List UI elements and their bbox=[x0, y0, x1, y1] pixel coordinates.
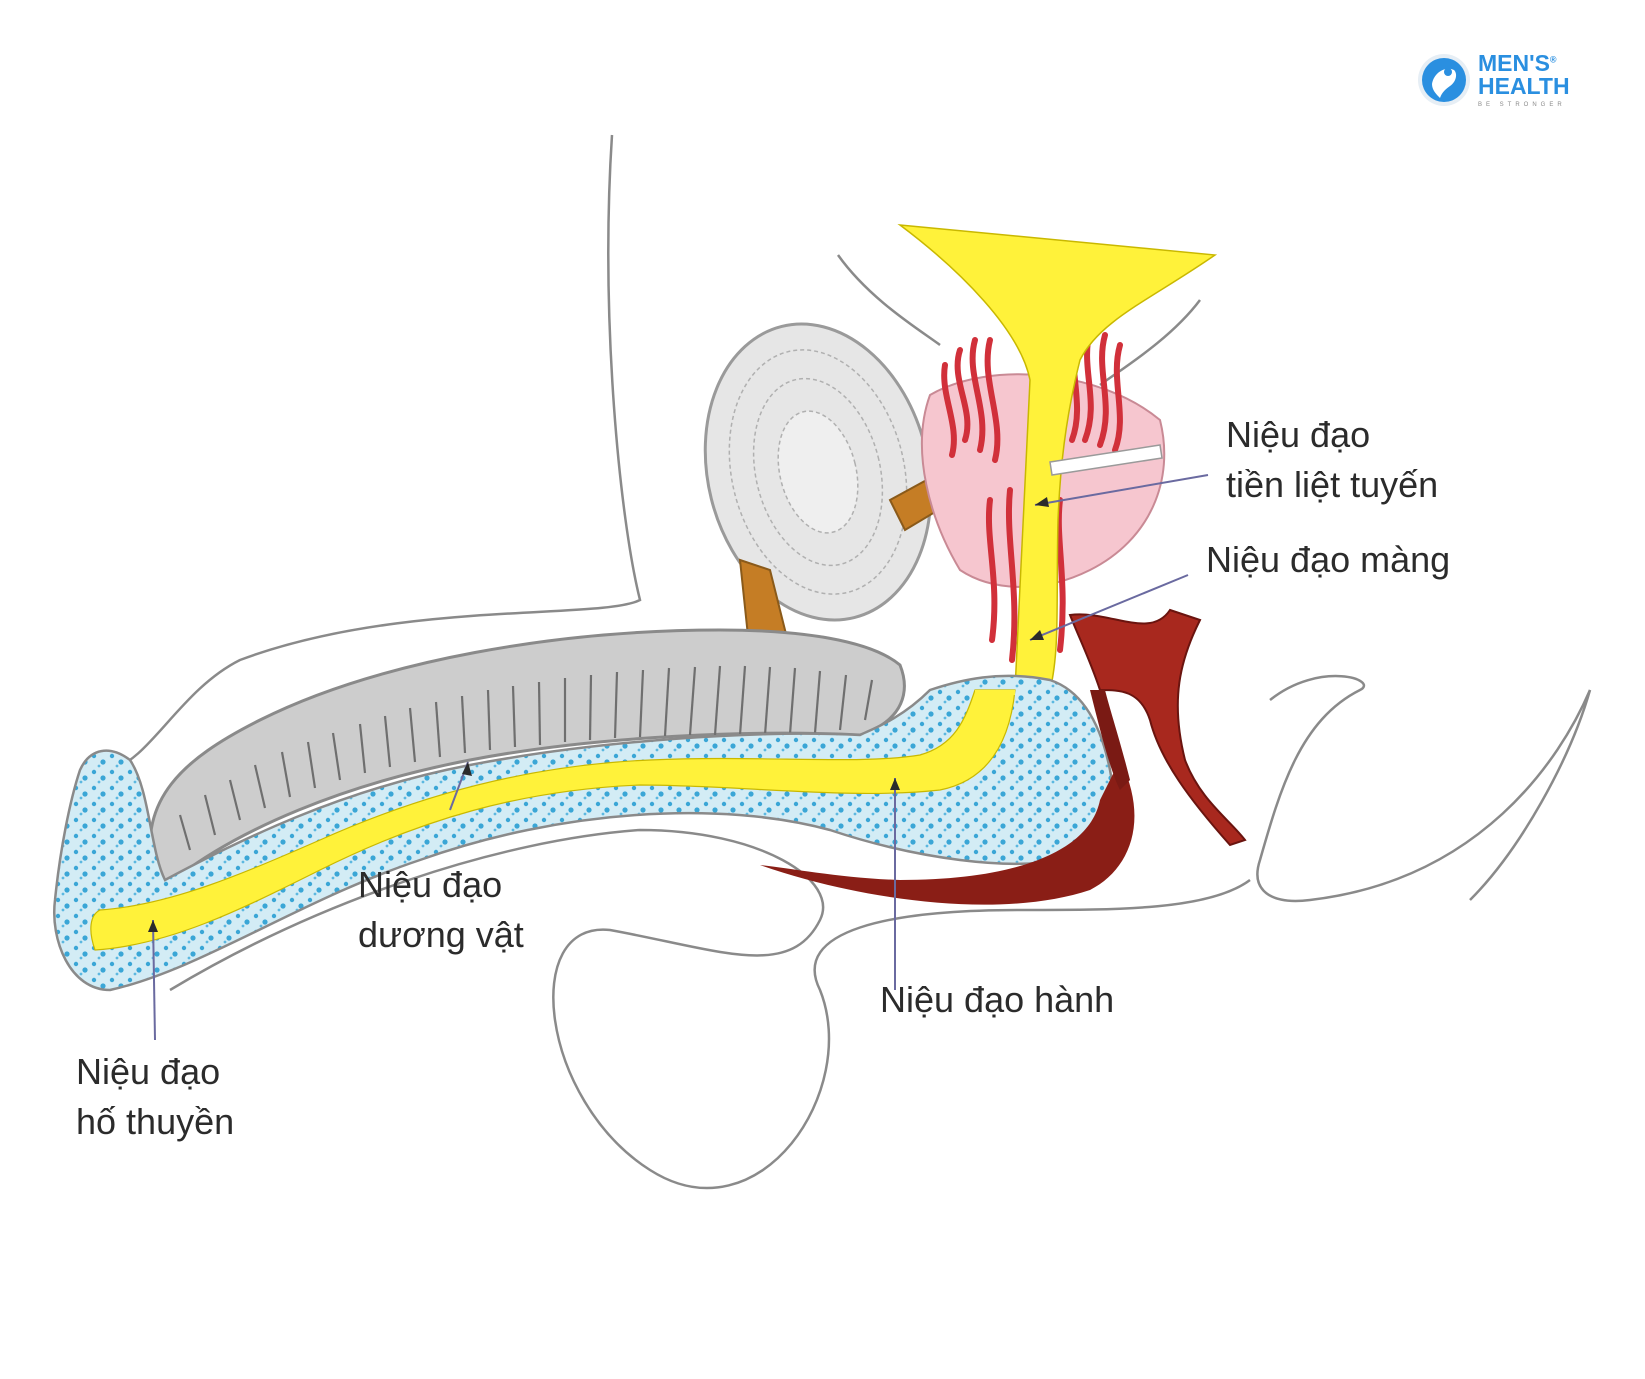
brand-logo bbox=[1418, 54, 1470, 106]
pointer-prostatic bbox=[1034, 474, 1209, 506]
label-prostatic-line1: Niệu đạo bbox=[1226, 414, 1371, 455]
bulbospongiosus-muscle bbox=[760, 608, 1247, 905]
label-navicular-line1: Niệu đạo bbox=[76, 1051, 221, 1092]
scrotum-outline bbox=[169, 828, 1251, 1190]
label-bulbar-line1: Niệu đạo hành bbox=[880, 979, 1115, 1020]
label-penile-urethra: Niệu đạo dương vật bbox=[358, 860, 524, 960]
bladder-neck bbox=[897, 224, 1218, 691]
label-membranous-line1: Niệu đạo màng bbox=[1206, 539, 1451, 580]
body-outline bbox=[109, 134, 1592, 903]
prostate-divider bbox=[1049, 444, 1163, 476]
pointer-navicular bbox=[152, 919, 156, 1041]
pointer-arrowheads bbox=[148, 497, 1049, 932]
athlete-silhouette-icon bbox=[1418, 54, 1470, 106]
label-bulbar-urethra: Niệu đạo hành bbox=[880, 975, 1114, 1025]
label-navicular-urethra: Niệu đạo hố thuyền bbox=[76, 1047, 234, 1147]
brand-line2: HEALTH bbox=[1478, 72, 1570, 99]
pointer-membranous bbox=[1029, 574, 1189, 641]
label-prostatic-urethra: Niệu đạo tiền liệt tuyến bbox=[1226, 410, 1438, 510]
label-prostatic-line2: tiền liệt tuyến bbox=[1226, 464, 1439, 505]
label-penile-line2: dương vật bbox=[358, 914, 524, 955]
label-membranous-urethra: Niệu đạo màng bbox=[1206, 535, 1450, 585]
brand-wordmark: MEN'S® HEALTH BE STRONGER bbox=[1478, 48, 1570, 110]
label-navicular-line2: hố thuyền bbox=[76, 1101, 235, 1142]
pointer-lines bbox=[152, 474, 1209, 1041]
pubic-bone bbox=[703, 322, 933, 622]
label-penile-line1: Niệu đạo bbox=[358, 864, 503, 905]
corpus-cavernosum bbox=[148, 628, 906, 883]
sphincter-muscle bbox=[941, 327, 1123, 663]
brand-tagline: BE STRONGER bbox=[1478, 101, 1566, 108]
brand-line1: MEN'S® bbox=[1478, 49, 1557, 76]
urethra bbox=[90, 689, 1016, 951]
corpus-spongiosum bbox=[53, 674, 1114, 992]
